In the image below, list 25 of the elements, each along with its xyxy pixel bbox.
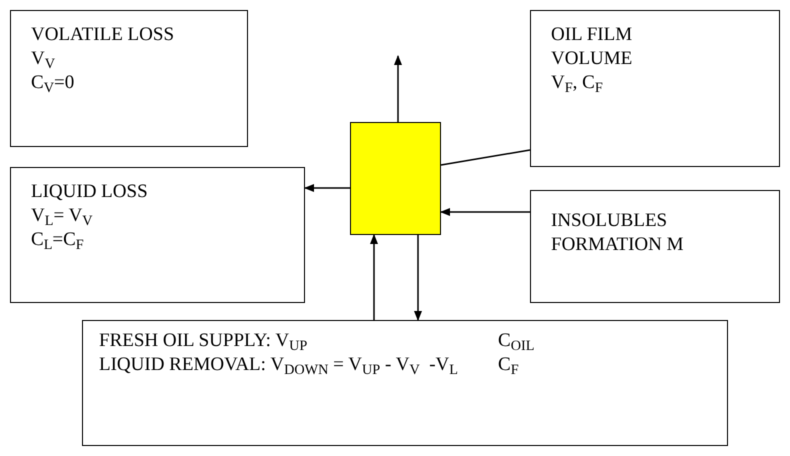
node-text: C$_{F}$ [498,353,520,377]
node-text: V$_{V}$ [31,47,56,71]
node-text: LIQUID LOSS [31,180,149,204]
text-box [530,10,780,167]
node-text: VOLATILE LOSS [31,23,176,47]
arrow [394,55,402,122]
arrow [370,234,378,320]
node-text: LIQUID REMOVAL: V$_{DOWN}$ = V$_{UP}$ - V$_{V}$ -V$_{L}$ [99,353,458,377]
arrow [440,208,530,216]
text-box [82,320,728,446]
node-text: INSOLUBLES FORMATION M [551,209,684,257]
node-text: V$_{F}$, C$_{F}$ [551,71,604,95]
text-box [10,167,305,303]
filled-rectangle [350,122,441,235]
leader-line [440,149,530,166]
node-text: C$_{OIL}$ [498,329,534,353]
text-box [10,10,248,147]
arrow [304,184,350,192]
node-text: V$_{L}$= V$_{V}$ [31,204,94,228]
node-text: FRESH OIL SUPPLY: V$_{UP}$ [99,329,308,353]
node-text: OIL FILM VOLUME [551,23,634,71]
arrow [414,235,422,321]
text-box [530,190,780,303]
node-text: C$_{L}$=C$_{F}$ [31,228,85,252]
node-text: C$_{V}$=0 [31,71,76,95]
